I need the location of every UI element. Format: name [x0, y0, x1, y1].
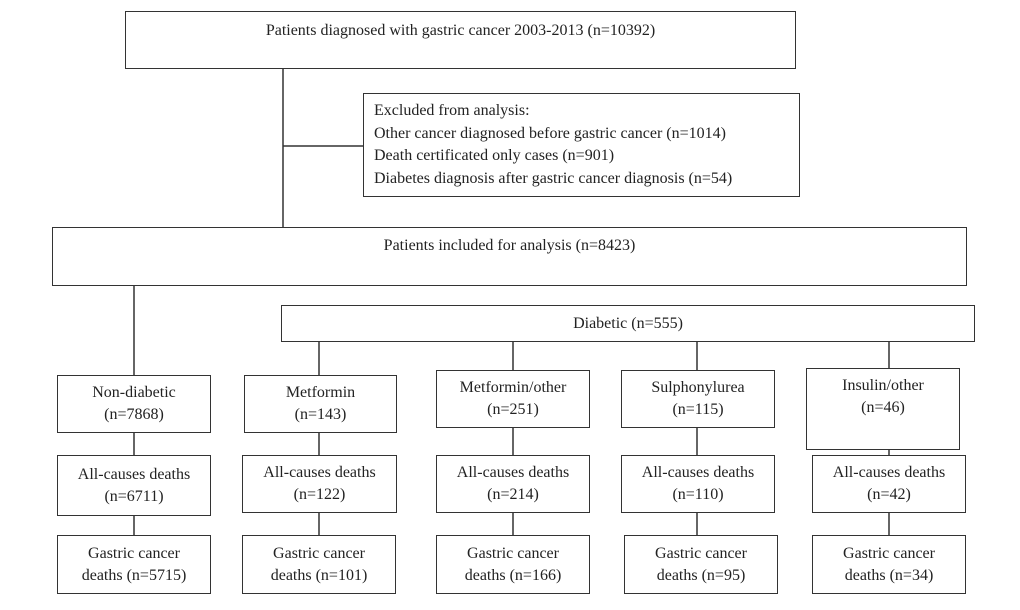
excluded-item: Other cancer diagnosed before gastric ca… — [374, 124, 726, 142]
group-count: (n=46) — [861, 399, 905, 416]
excluded-box: Excluded from analysis: Other cancer dia… — [363, 93, 800, 197]
gc-deaths-label: Gastric cancer — [843, 544, 935, 562]
group-count: (n=115) — [672, 401, 724, 418]
sulphonylurea-box: Sulphonylurea (n=115) — [621, 370, 775, 428]
gc-deaths-count: deaths (n=166) — [464, 566, 562, 584]
metformin-deaths-box: All-causes deaths (n=122) — [242, 455, 397, 513]
deaths-label: All-causes deaths — [263, 464, 376, 481]
gc-deaths-label: Gastric cancer — [655, 544, 747, 562]
group-count: (n=143) — [294, 406, 347, 423]
diabetic-box: Diabetic (n=555) — [281, 305, 975, 342]
metformin-box: Metformin (n=143) — [244, 375, 397, 433]
non-diabetic-deaths-box: All-causes deaths (n=6711) — [57, 455, 211, 516]
gc-deaths-label: Gastric cancer — [88, 544, 180, 562]
excluded-title: Excluded from analysis: — [374, 102, 530, 119]
insulin-other-box: Insulin/other (n=46) — [806, 368, 960, 450]
group-count: (n=251) — [487, 401, 539, 418]
excluded-item: Diabetes diagnosis after gastric cancer … — [374, 169, 733, 187]
deaths-label: All-causes deaths — [77, 465, 191, 483]
deaths-count: (n=214) — [487, 486, 539, 503]
included-patients-text: Patients included for analysis (n=8423) — [383, 237, 636, 254]
group-name: Sulphonylurea — [651, 379, 745, 396]
diagnosed-patients-text: Patients diagnosed with gastric cancer 2… — [265, 22, 656, 39]
group-name: Metformin/other — [459, 379, 567, 396]
gc-deaths-count: deaths (n=101) — [270, 566, 368, 584]
metformin-gc-deaths-box: Gastric cancer deaths (n=101) — [242, 535, 396, 594]
sulphonylurea-gc-deaths-box: Gastric cancer deaths (n=95) — [624, 535, 778, 594]
group-name: Metformin — [285, 384, 356, 401]
diabetic-text: Diabetic (n=555) — [573, 314, 683, 332]
non-diabetic-box: Non-diabetic (n=7868) — [57, 375, 211, 433]
gc-deaths-label: Gastric cancer — [467, 544, 559, 562]
deaths-label: All-causes deaths — [641, 464, 755, 481]
deaths-label: All-causes deaths — [456, 464, 570, 481]
gc-deaths-count: deaths (n=34) — [844, 566, 934, 584]
group-count: (n=7868) — [104, 406, 164, 423]
deaths-count: (n=42) — [867, 486, 911, 503]
excluded-item: Death certificated only cases (n=901) — [374, 147, 615, 164]
insulin-other-gc-deaths-box: Gastric cancer deaths (n=34) — [812, 535, 966, 594]
deaths-count: (n=6711) — [104, 487, 164, 505]
group-name: Insulin/other — [842, 377, 924, 394]
diagnosed-patients-box: Patients diagnosed with gastric cancer 2… — [125, 11, 796, 69]
included-patients-box: Patients included for analysis (n=8423) — [52, 227, 967, 286]
metformin-other-gc-deaths-box: Gastric cancer deaths (n=166) — [436, 535, 590, 594]
metformin-other-deaths-box: All-causes deaths (n=214) — [436, 455, 590, 513]
sulphonylurea-deaths-box: All-causes deaths (n=110) — [621, 455, 775, 513]
gc-deaths-label: Gastric cancer — [273, 544, 365, 562]
gc-deaths-count: deaths (n=95) — [656, 566, 746, 584]
insulin-other-deaths-box: All-causes deaths (n=42) — [812, 455, 966, 513]
gc-deaths-count: deaths (n=5715) — [81, 566, 187, 584]
metformin-other-box: Metformin/other (n=251) — [436, 370, 590, 428]
non-diabetic-gc-deaths-box: Gastric cancer deaths (n=5715) — [57, 535, 211, 594]
group-name: Non-diabetic — [92, 384, 176, 401]
deaths-count: (n=110) — [672, 486, 724, 503]
deaths-count: (n=122) — [293, 486, 346, 503]
deaths-label: All-causes deaths — [832, 464, 946, 481]
